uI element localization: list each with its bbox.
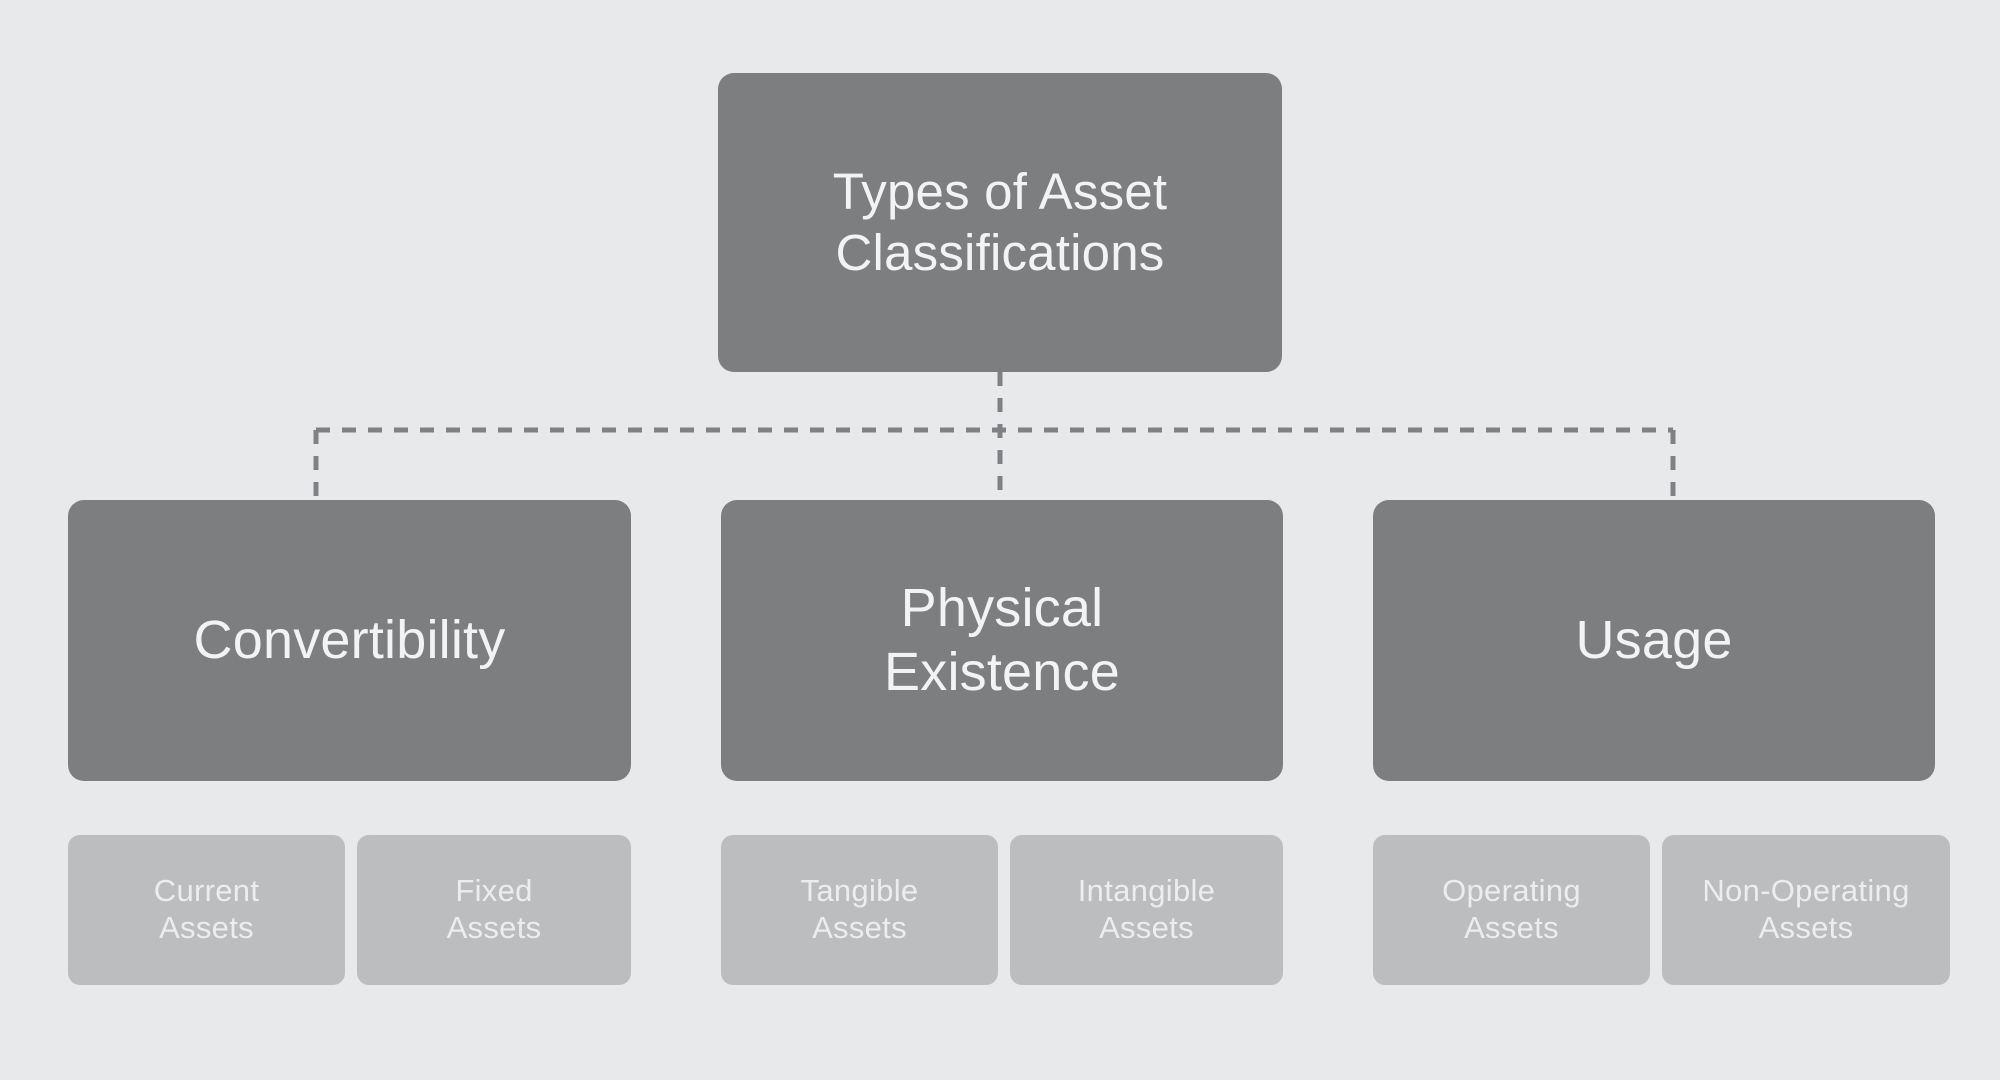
node-leaf-intangible-assets[interactable]: Intangible Assets xyxy=(1010,835,1283,985)
node-leaf-non-operating-assets[interactable]: Non-Operating Assets xyxy=(1662,835,1950,985)
node-leaf-tangible-assets[interactable]: Tangible Assets xyxy=(721,835,998,985)
node-root-types-of-asset-classifications[interactable]: Types of Asset Classifications xyxy=(718,73,1282,372)
node-leaf-operating-assets[interactable]: Operating Assets xyxy=(1373,835,1650,985)
node-leaf-current-assets[interactable]: Current Assets xyxy=(68,835,345,985)
node-branch-usage[interactable]: Usage xyxy=(1373,500,1935,781)
node-branch-physical-existence[interactable]: Physical Existence xyxy=(721,500,1283,781)
node-leaf-fixed-assets[interactable]: Fixed Assets xyxy=(357,835,631,985)
node-branch-convertibility[interactable]: Convertibility xyxy=(68,500,631,781)
